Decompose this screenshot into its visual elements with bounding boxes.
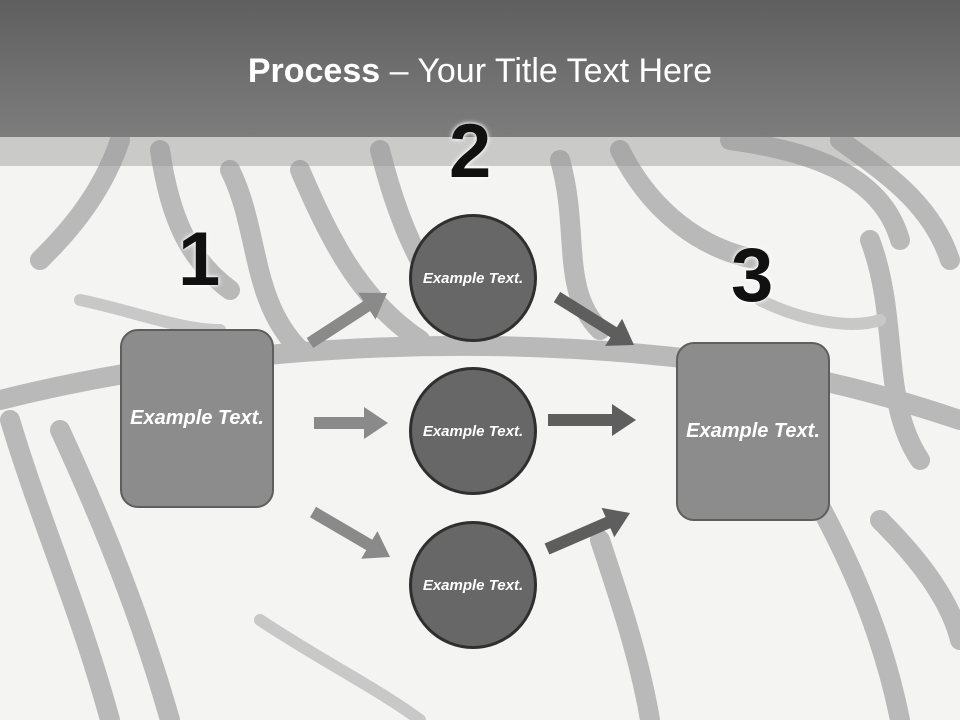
arrow-box-to-center-circle: [314, 407, 388, 439]
title-bar: [0, 0, 960, 137]
arrow-box-to-bottom-circle: [310, 506, 390, 559]
step-3-label: Example Text.: [686, 420, 820, 442]
middle-circle-center: Example Text.: [409, 367, 537, 495]
step-number-3: 3: [731, 233, 774, 318]
arrow-top-circle-to-box: [553, 291, 634, 346]
step-3-box: Example Text.: [676, 342, 830, 521]
title-rest: – Your Title Text Here: [380, 52, 713, 90]
step-number-1: 1: [178, 217, 221, 302]
middle-circle-bottom-label: Example Text.: [422, 576, 524, 594]
arrow-bottom-circle-to-box: [544, 507, 630, 555]
step-1-box: Example Text.: [120, 329, 274, 508]
step-1-label: Example Text.: [130, 407, 264, 429]
slide-title: Process – Your Title Text Here: [0, 52, 960, 91]
step-number-2: 2: [449, 109, 492, 194]
title-bold: Process: [247, 52, 381, 90]
arrow-box-to-top-circle: [306, 292, 387, 348]
middle-circle-top-label: Example Text.: [422, 269, 524, 287]
arrow-center-circle-to-box: [548, 404, 636, 436]
middle-circle-center-label: Example Text.: [422, 422, 524, 440]
middle-circle-bottom: Example Text.: [409, 521, 537, 649]
middle-circle-top: Example Text.: [409, 214, 537, 342]
title-strip: [0, 137, 960, 166]
